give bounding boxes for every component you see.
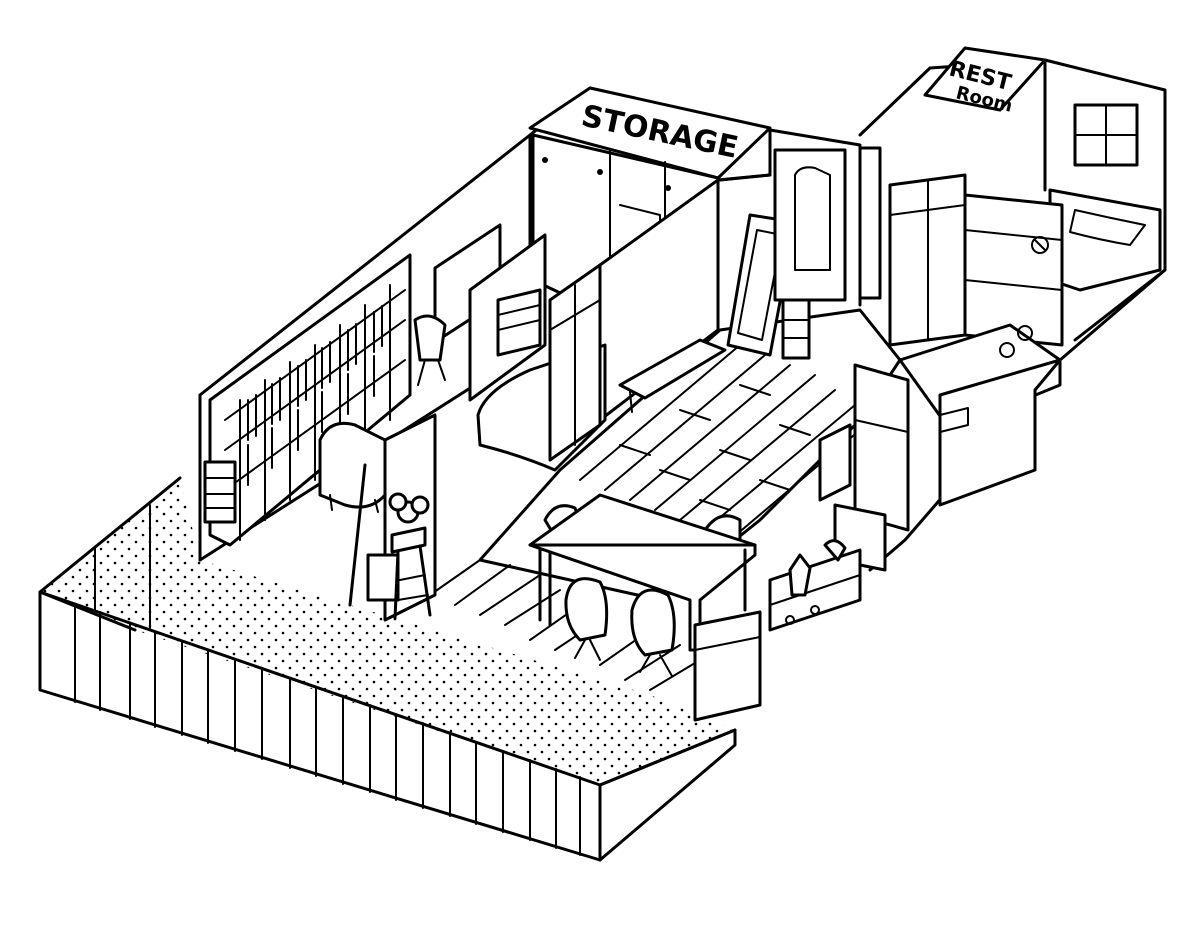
easel-partition: [348, 413, 437, 622]
bedroom-area: [413, 223, 607, 472]
rest-room: REST Room: [888, 46, 1162, 347]
armchair: [318, 421, 387, 513]
balcony: [38, 476, 737, 862]
sideboard: [693, 423, 887, 722]
entry-door: [773, 146, 882, 302]
kitchen: [853, 323, 1062, 532]
